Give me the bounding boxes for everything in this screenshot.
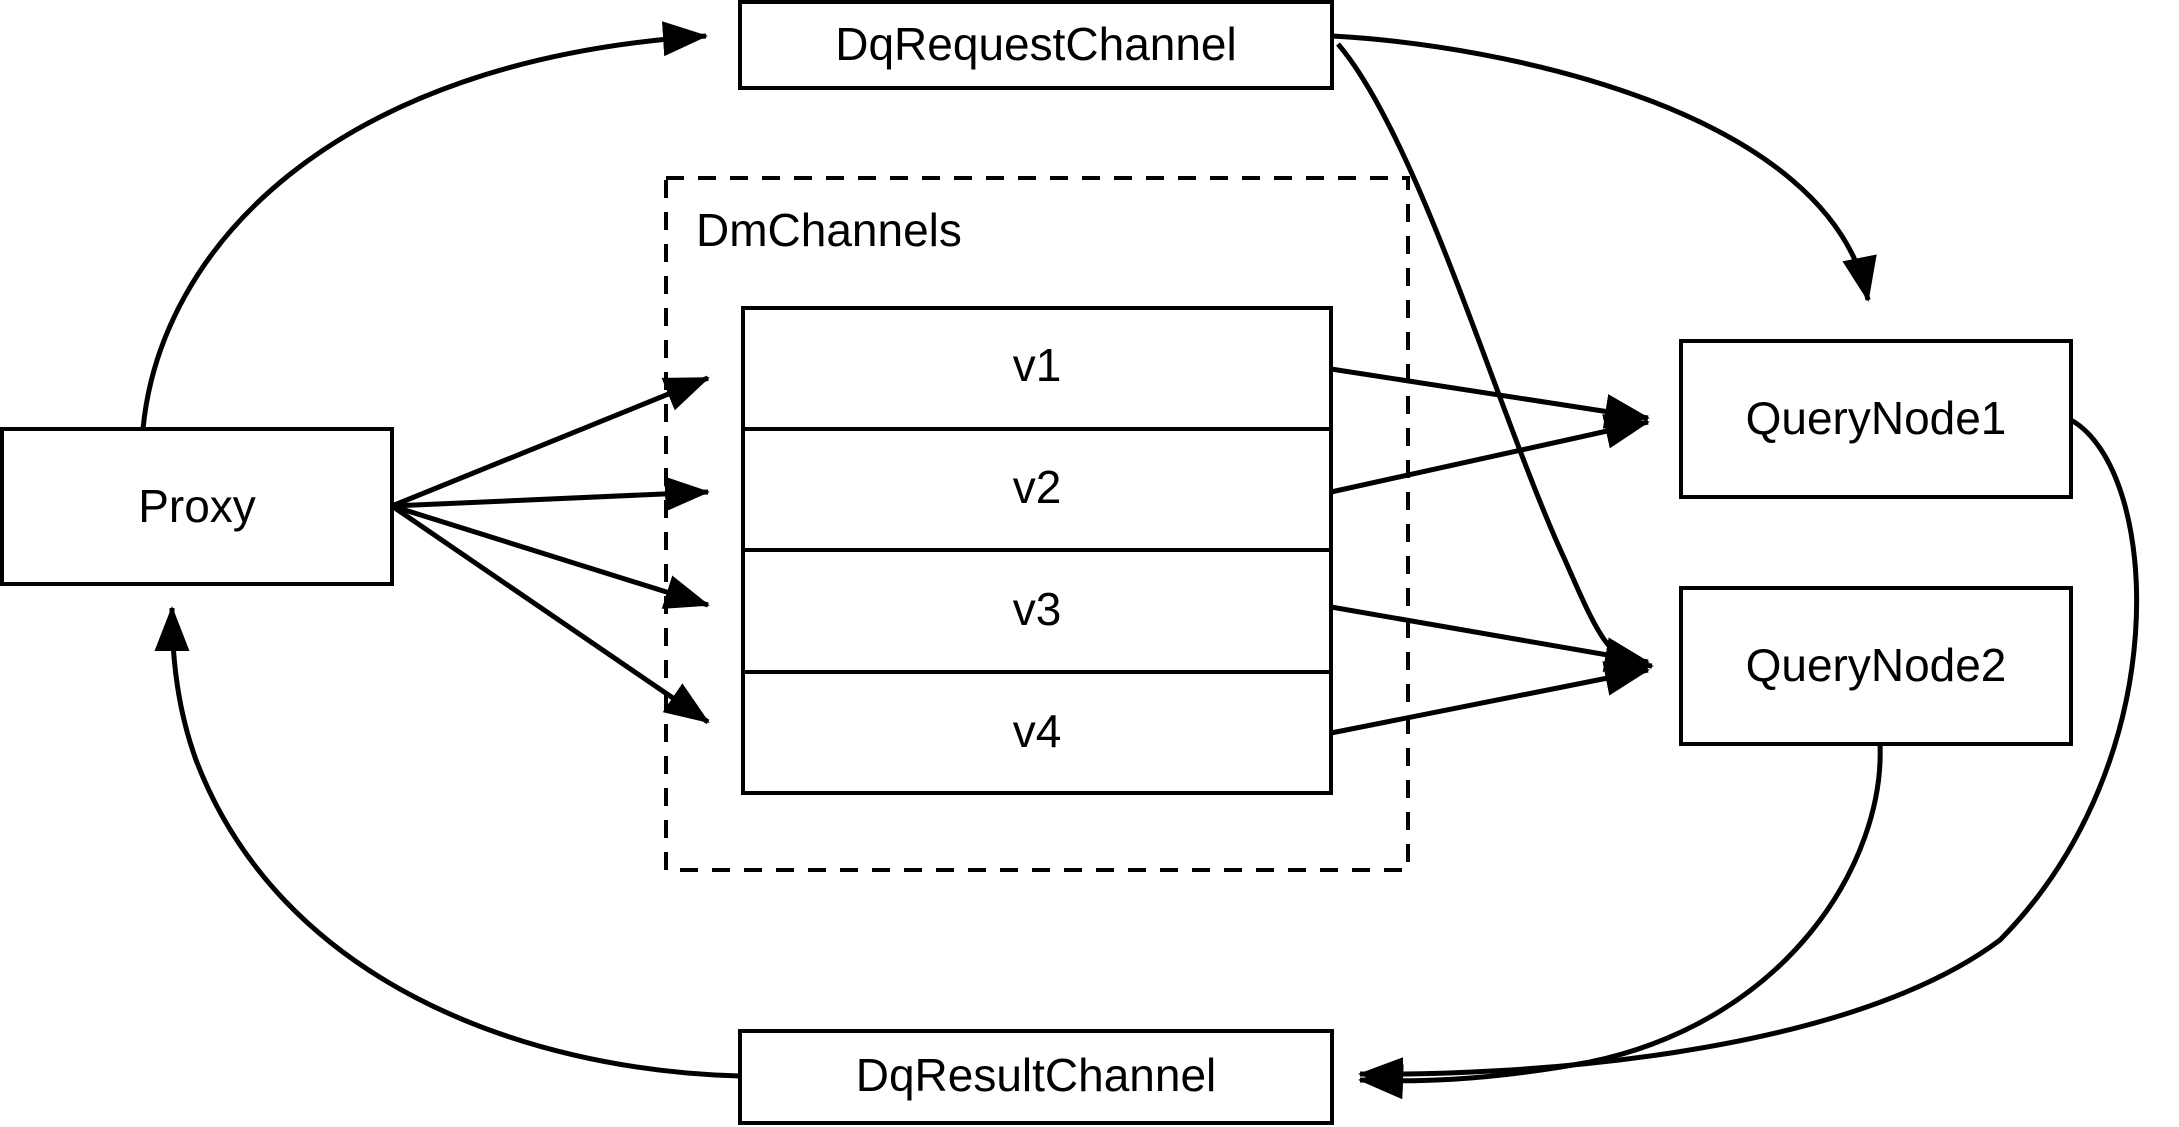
shard-row-v4-label: v4 — [1013, 705, 1062, 757]
shard-row-v2[interactable]: v2 — [1013, 461, 1062, 513]
shard-row-v1[interactable]: v1 — [1013, 339, 1062, 391]
shard-row-v2-label: v2 — [1013, 461, 1062, 513]
edge-dq-result-channel-to-proxy — [154, 606, 741, 1079]
edge-proxy-to-v3 — [391, 503, 710, 609]
edge-query-node-2-to-dq-result-channel — [1358, 743, 1883, 1100]
edge-v3-to-query-node-2 — [1330, 604, 1650, 672]
node-query-node-2-label: QueryNode2 — [1746, 639, 2007, 691]
dm-channels-label: DmChannels — [696, 204, 962, 256]
edge-v2-to-query-node-1 — [1330, 414, 1650, 495]
edge-query-node-1-to-dq-result-channel — [1358, 417, 2140, 1093]
node-dq-result-channel-box — [738, 1029, 1334, 1125]
edge-proxy-to-v2 — [391, 476, 710, 512]
shard-row-v3-label: v3 — [1013, 583, 1062, 635]
node-query-node-2-box — [1679, 586, 2073, 746]
node-dq-result-channel[interactable]: DqResultChannel — [738, 1029, 1334, 1125]
group-dm-channels: DmChannels — [664, 176, 1410, 872]
node-query-node-2[interactable]: QueryNode2 — [1679, 586, 2073, 746]
edge-proxy-to-v4 — [390, 503, 710, 725]
edge-v4-to-query-node-2 — [1330, 661, 1650, 736]
shard-row-v4[interactable]: v4 — [1013, 705, 1062, 757]
edge-dq-request-channel-to-query-node-2 — [1336, 42, 1654, 681]
edge-v1-to-query-node-1 — [1330, 366, 1650, 429]
dm-channels-boundary — [664, 176, 1410, 872]
node-dq-request-channel-box — [738, 0, 1334, 90]
node-proxy-box — [0, 427, 394, 586]
node-dq-result-channel-label: DqResultChannel — [856, 1049, 1217, 1101]
dm-shard-list: v1 v2 v3 v4 — [741, 306, 1333, 795]
edge-dq-request-channel-to-query-node-1 — [1331, 33, 1877, 302]
node-dq-request-channel-label: DqRequestChannel — [835, 18, 1237, 70]
node-query-node-1[interactable]: QueryNode1 — [1679, 339, 2073, 499]
node-proxy-label: Proxy — [138, 480, 256, 532]
node-query-node-1-label: QueryNode1 — [1746, 392, 2007, 444]
node-query-node-1-box — [1679, 339, 2073, 499]
edge-proxy-to-v1 — [391, 375, 710, 509]
node-dq-request-channel[interactable]: DqRequestChannel — [738, 0, 1334, 90]
node-proxy[interactable]: Proxy — [0, 427, 394, 586]
shard-row-v1-label: v1 — [1013, 339, 1062, 391]
shard-row-v3[interactable]: v3 — [1013, 583, 1062, 635]
edge-proxy-to-dq-request-channel — [140, 21, 708, 430]
